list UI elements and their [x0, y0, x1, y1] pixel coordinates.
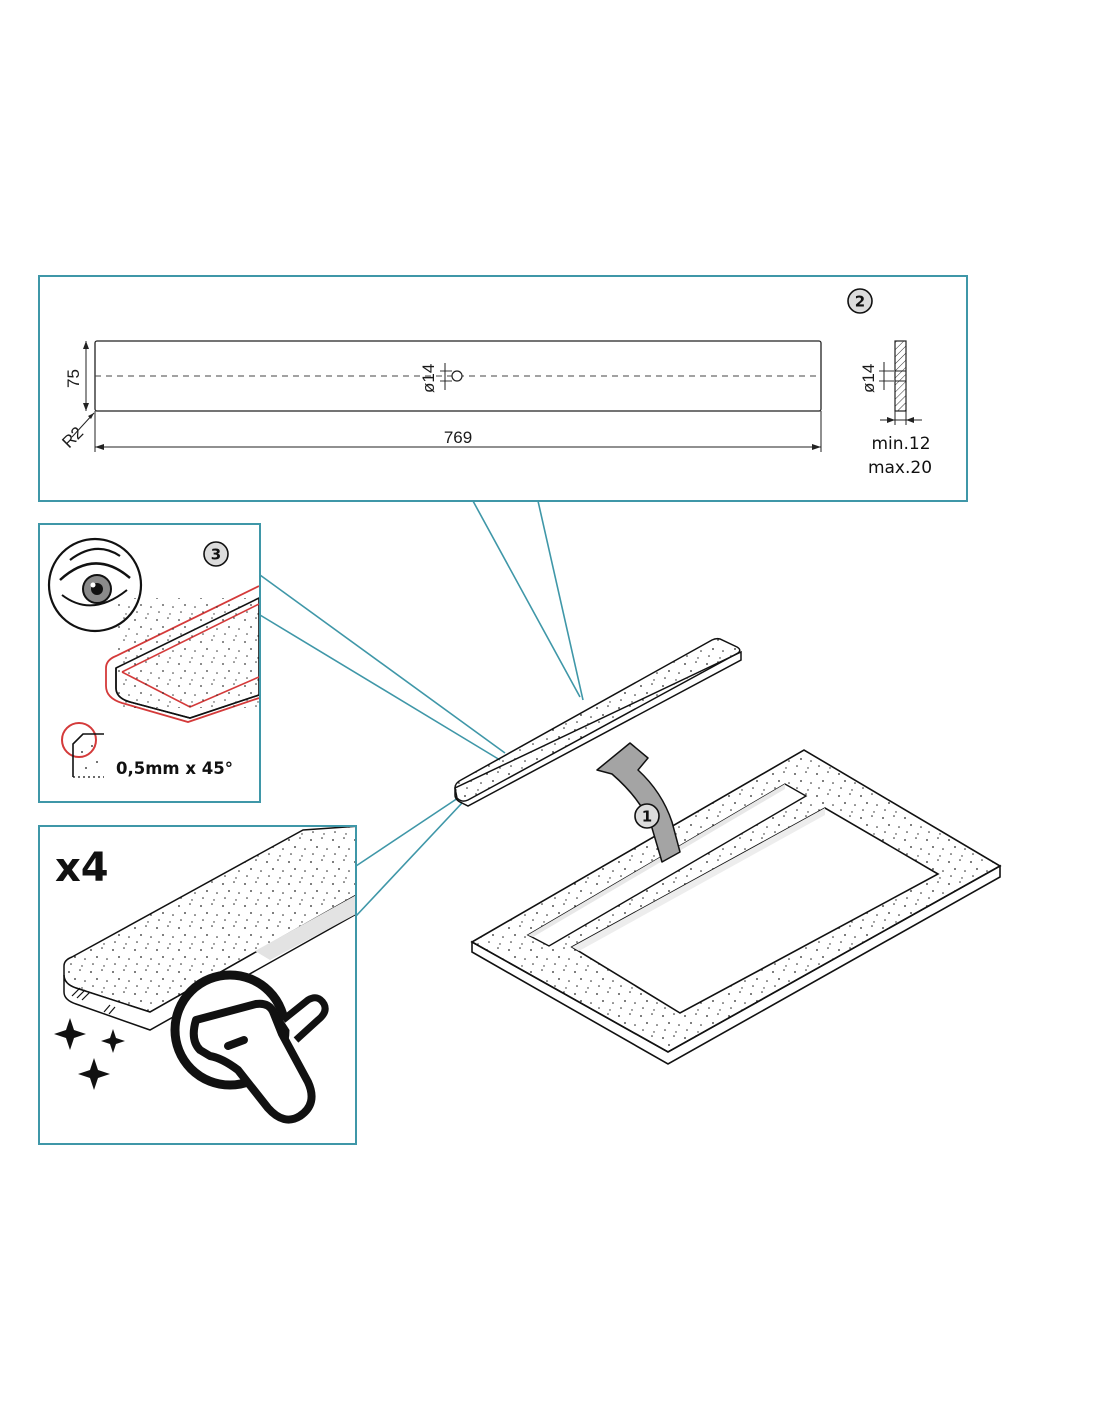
- sparkle-icon: [54, 1018, 125, 1090]
- countertop-frame: [470, 749, 1002, 1065]
- height-label: 75: [64, 369, 83, 388]
- edge-closeup: [105, 585, 259, 723]
- panel-dimensions: 2 ø14 75 R2 769 ø14: [38, 275, 968, 502]
- svg-text:1: 1: [642, 808, 652, 826]
- chamfer-label: 0,5mm x 45°: [116, 759, 233, 778]
- length-label: 769: [444, 428, 472, 447]
- step-badge-1: 1: [634, 803, 660, 829]
- svg-text:3: 3: [211, 546, 221, 564]
- step-badge-3: 3: [203, 541, 229, 567]
- sander-icon: [170, 970, 329, 1124]
- quantity-label: x4: [55, 845, 109, 891]
- lifted-strip: [454, 637, 742, 807]
- chamfer-detail-icon: [61, 722, 104, 778]
- lift-arrow-icon: [596, 742, 681, 863]
- panel-inspection: 3: [38, 523, 261, 803]
- step-badge-2: 2: [847, 288, 873, 314]
- panel-sanding: x4: [38, 825, 357, 1145]
- section-hole-label: ø14: [859, 364, 878, 393]
- hole-diameter-label: ø14: [419, 364, 438, 393]
- thickness-max-label: max.20: [868, 458, 932, 478]
- callout-leaders: [259, 500, 584, 917]
- hole: [451, 370, 463, 382]
- thickness-min-label: min.12: [871, 434, 930, 454]
- section-view: [894, 340, 907, 412]
- svg-text:2: 2: [855, 293, 865, 311]
